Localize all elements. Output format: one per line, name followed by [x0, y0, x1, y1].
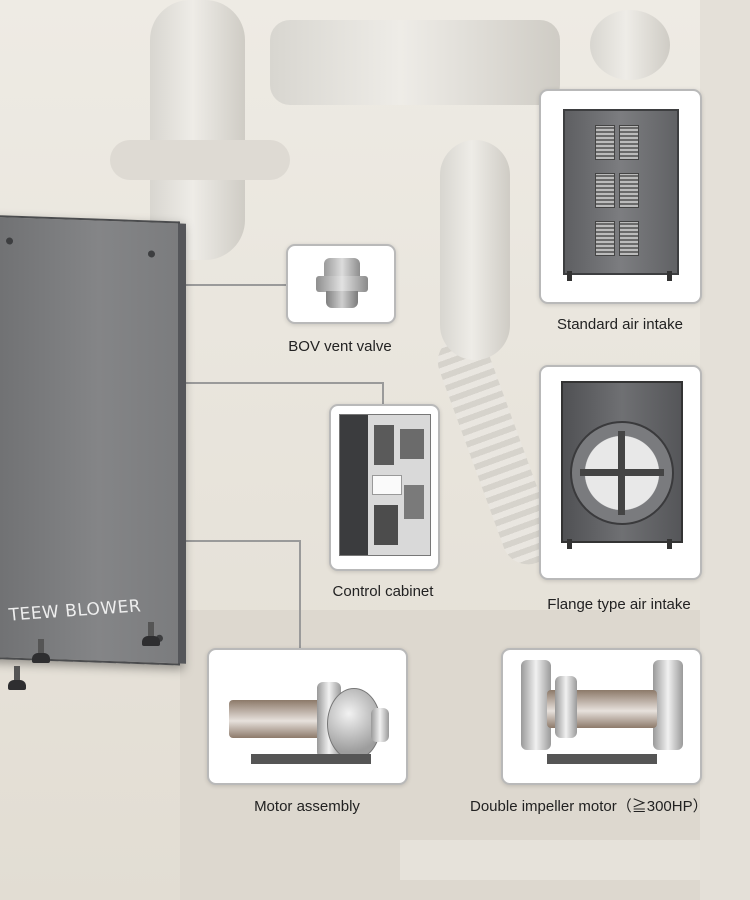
flange-air-intake-label: Flange type air intake: [547, 596, 691, 613]
control-cabinet-label: Control cabinet: [332, 583, 434, 600]
control-cabinet-image: [339, 414, 431, 556]
double-impeller-motor-image: [503, 650, 700, 783]
housing-foot: [142, 622, 160, 646]
housing-foot: [8, 666, 26, 690]
housing-foot: [32, 639, 50, 663]
flange-intake-cabinet-image: [561, 381, 683, 543]
motor-assembly-card[interactable]: [207, 648, 408, 785]
control-cabinet-card[interactable]: [329, 404, 440, 571]
double-impeller-motor-label: Double impeller motor（≧300HP）: [470, 798, 708, 815]
standard-air-intake-card[interactable]: [539, 89, 702, 304]
motor-assembly-image: [209, 650, 406, 783]
motor-assembly-label: Motor assembly: [254, 798, 360, 815]
double-impeller-motor-card[interactable]: [501, 648, 702, 785]
brand-label: TEEW BLOWER: [7, 596, 143, 626]
standard-air-intake-label: Standard air intake: [557, 316, 683, 333]
bov-valve-image: [316, 258, 368, 308]
bov-vent-valve-label: BOV vent valve: [288, 338, 392, 355]
bov-vent-valve-card[interactable]: [286, 244, 396, 324]
flange-air-intake-card[interactable]: [539, 365, 702, 580]
blower-housing: TEEW BLOWER: [0, 214, 186, 666]
standard-intake-cabinet-image: [563, 109, 679, 275]
